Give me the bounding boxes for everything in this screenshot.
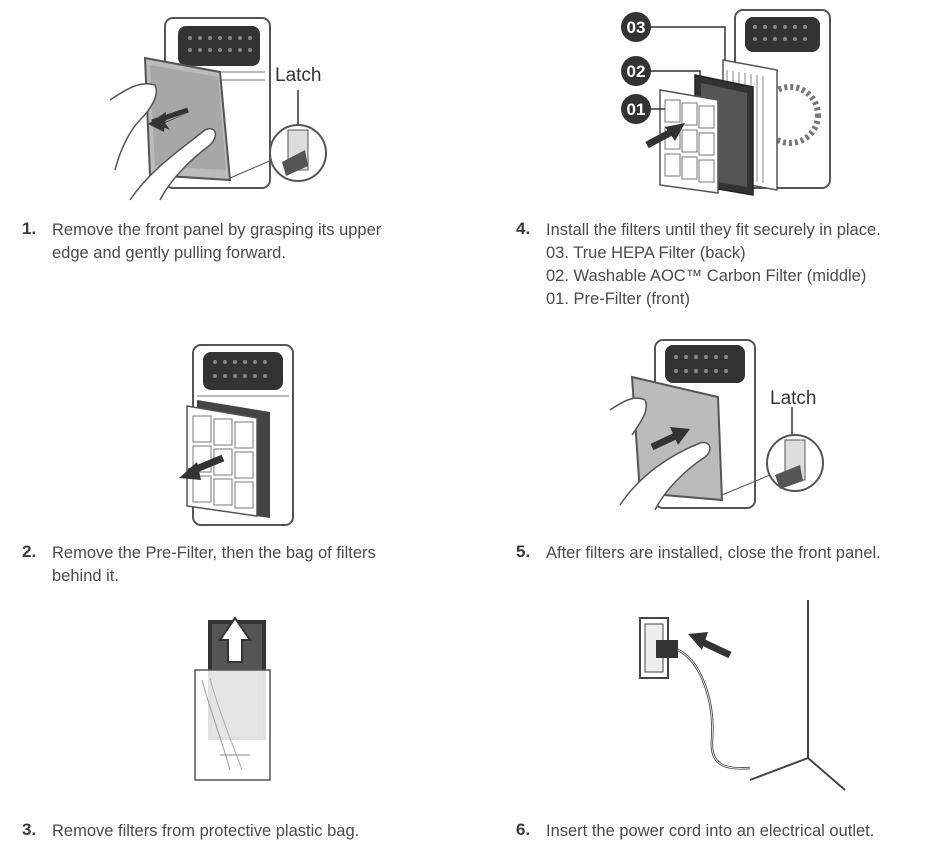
step-number: 3. bbox=[22, 820, 37, 839]
step-6-line-1: Insert the power cord into an electrical… bbox=[546, 822, 875, 840]
step-number: 5. bbox=[516, 542, 531, 561]
step-5-line-1: After filters are installed, close the f… bbox=[546, 544, 881, 562]
step-3-illustration bbox=[194, 616, 271, 781]
step-1-line-1: Remove the front panel by grasping its u… bbox=[52, 221, 382, 239]
step-1-illustration: Latch bbox=[109, 17, 327, 201]
step-2-line-2: behind it. bbox=[52, 567, 119, 585]
step-number: 2. bbox=[22, 542, 37, 561]
badge-03: 03 bbox=[627, 18, 646, 37]
step-1-line-2: edge and gently pulling forward. bbox=[52, 244, 286, 262]
step-number: 6. bbox=[516, 820, 531, 839]
step-1-latch-label: Latch bbox=[275, 65, 321, 86]
step-4-line-2: 03. True HEPA Filter (back) bbox=[546, 244, 746, 262]
step-number: 1. bbox=[22, 219, 37, 238]
badge-01: 01 bbox=[627, 100, 646, 119]
badge-02: 02 bbox=[627, 62, 646, 81]
step-4-line-1: Install the filters until they fit secur… bbox=[546, 221, 881, 239]
step-2-illustration bbox=[179, 344, 294, 526]
step-4-line-3: 02. Washable AOC™ Carbon Filter (middle) bbox=[546, 267, 867, 285]
step-4-line-4: 01. Pre-Filter (front) bbox=[546, 290, 690, 308]
step-3-line-1: Remove filters from protective plastic b… bbox=[52, 822, 360, 840]
step-2-line-1: Remove the Pre-Filter, then the bag of f… bbox=[52, 544, 376, 562]
step-4-illustration: 03 02 01 bbox=[621, 9, 831, 196]
step-6-illustration bbox=[639, 600, 846, 791]
step-5-illustration: Latch bbox=[609, 339, 824, 511]
step-5-latch-label: Latch bbox=[770, 388, 816, 409]
step-number: 4. bbox=[516, 219, 531, 238]
